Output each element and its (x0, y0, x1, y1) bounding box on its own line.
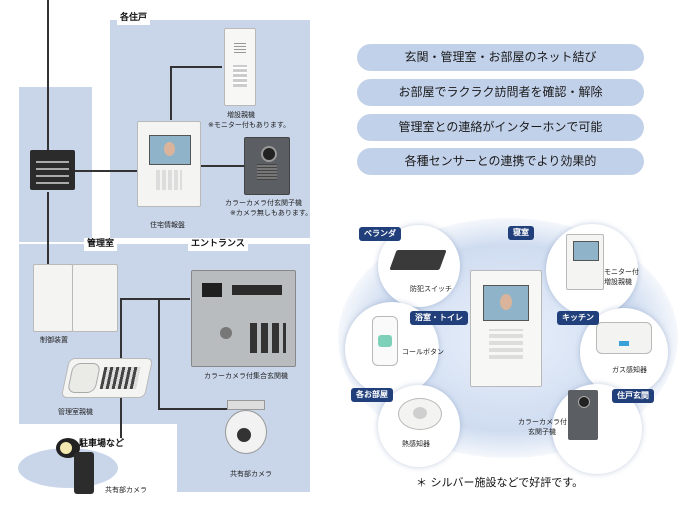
distributor-box (30, 150, 75, 190)
door-camera-unit (244, 137, 290, 195)
footnote: ＊ シルバー施設などで好評です。 (416, 476, 584, 489)
entry-tag: 住戸玄関 (612, 389, 654, 403)
entrance-speaker (220, 327, 232, 339)
unit-to-extension-line (170, 66, 172, 120)
veranda-caption: 防犯スイッチ (410, 285, 452, 293)
gas-detector (596, 322, 652, 354)
extension-link-line (170, 66, 222, 68)
door-speaker (257, 164, 277, 180)
entrance-display (202, 283, 222, 297)
home-info-panel (137, 121, 201, 207)
outdoor-light-camera (50, 432, 105, 496)
door-camera-note: ※カメラ無しもあります。 (230, 209, 313, 217)
office-header: 管理室 (84, 238, 118, 251)
rooms-tag: 各お部屋 (351, 388, 393, 402)
common-camera-link (158, 408, 236, 410)
office-master-phone (60, 358, 154, 398)
bath-tag: 浴室・トイレ (410, 311, 468, 325)
door-camera-caption: カラーカメラ付玄関子機 (225, 199, 302, 207)
speaker-grille (234, 41, 246, 53)
phone-keys (99, 367, 141, 389)
riser-to-unit-line (75, 170, 137, 172)
control-buttons (156, 170, 182, 190)
bath-caption: コールボタン (402, 348, 444, 356)
visitor-face (164, 142, 175, 156)
handset (66, 363, 102, 393)
central-screen (483, 285, 529, 321)
office-master-caption: 管理室親機 (58, 408, 93, 416)
kitchen-tag: キッチン (557, 311, 599, 325)
bedroom-caption-1: モニター付 (604, 268, 639, 276)
bedroom-caption-2: 増設親機 (604, 278, 632, 286)
camera-lens (261, 146, 277, 162)
entrance-panel-unit (191, 270, 296, 367)
feature-pill-3: 管理室との連絡がインターホンで可能 (357, 114, 644, 141)
camera-lens-front (237, 428, 251, 442)
control-caption: 制御装置 (40, 336, 68, 344)
bedroom-screen (573, 241, 599, 261)
veranda-tag: ベランダ (359, 227, 401, 241)
outdoor-camera-caption: 共有部カメラ (105, 486, 147, 494)
feature-pill-4: 各種センサーとの連携でより効果的 (357, 148, 644, 175)
heat-detector-core (413, 407, 427, 419)
monitor-screen (149, 135, 191, 165)
camera-body (74, 452, 94, 494)
gas-detector-lamp (619, 341, 629, 346)
common-camera (223, 400, 267, 460)
call-button-face (378, 335, 392, 347)
extension-caption: 増設親機 (227, 111, 255, 119)
camera-mount (227, 400, 265, 410)
feature-pill-2: お部屋でラクラク訪問者を確認・解除 (357, 79, 644, 106)
central-buttons (489, 329, 523, 359)
rooms-caption: 熱感知器 (402, 440, 430, 448)
extension-master-unit (224, 28, 256, 106)
light-lens (60, 442, 72, 454)
entrance-header: エントランス (188, 238, 248, 251)
heat-detector (398, 398, 442, 430)
feature-pill-1: 玄関・管理室・お部屋のネット結び (357, 44, 644, 71)
extension-note: ※モニター付もあります。 (208, 121, 291, 129)
entrance-caption: カラーカメラ付集合玄関機 (204, 372, 288, 380)
home-unit-caption: 住宅情報盤 (150, 221, 185, 229)
entrance-keypad (250, 323, 286, 353)
entry-caption-2: 玄関子機 (528, 428, 556, 436)
kitchen-caption: ガス感知器 (612, 366, 647, 374)
parking-header: 駐車場など (76, 438, 128, 451)
unit-to-door-line (200, 165, 244, 167)
call-button (372, 316, 398, 366)
riser-down-line (47, 192, 49, 264)
main-riser-line (47, 0, 49, 150)
keypad (233, 65, 247, 87)
common-camera-line (158, 298, 160, 408)
entry-door-camera (568, 390, 598, 440)
office-to-entrance-line (120, 298, 190, 300)
common-camera-caption: 共有部カメラ (230, 470, 272, 478)
central-visitor-face (500, 294, 512, 310)
entrance-camera (232, 285, 282, 295)
unit-header: 各住戸 (117, 12, 151, 25)
entry-caption-1: カラーカメラ付 (518, 418, 567, 426)
control-device-2 (72, 264, 118, 332)
entry-camera-lens (578, 396, 590, 408)
security-switch (389, 250, 447, 270)
terminal-block (36, 156, 69, 184)
bedroom-tag: 寝室 (508, 226, 534, 240)
bedroom-monitor (566, 234, 604, 290)
central-home-monitor (470, 270, 542, 387)
control-device-1 (33, 264, 73, 332)
